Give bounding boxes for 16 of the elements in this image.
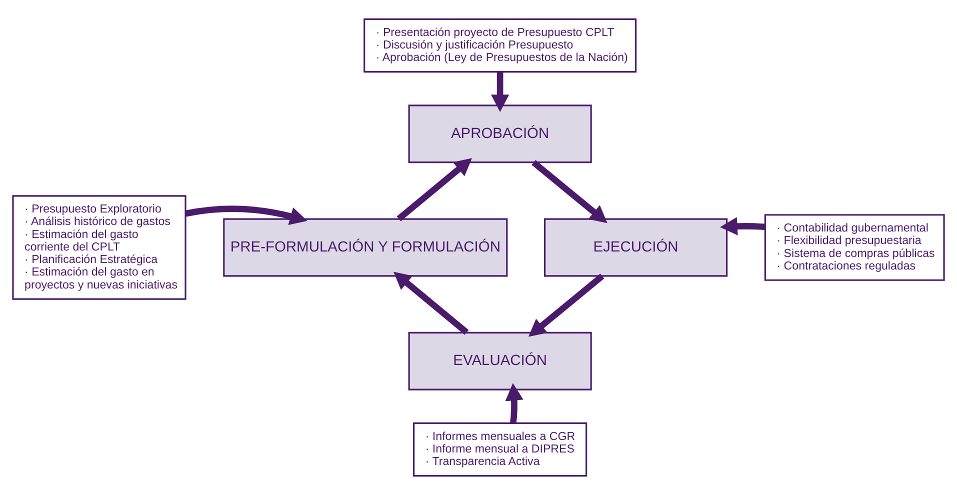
arrow <box>505 382 524 423</box>
node-box: · Presupuesto Exploratorio · Análisis histórico de gastos · Estimación del gasto corriente del CPLT · Planificación Estratégica · Estimación del gasto en proyectos y nuevas iniciativas <box>12 194 186 300</box>
arrow <box>184 205 308 224</box>
node-box: · Presentación proyecto de Presupuesto CPLT · Discusión y justificación Presupuesto · Aprobación (Ley de Presupuestos de la Nación) <box>364 18 637 72</box>
arrow <box>532 160 608 223</box>
node-box: APROBACIÓN <box>408 104 592 163</box>
node-box: · Contabilidad gubernamental · Flexibilidad presupuestaria · Sistema de compras públicas · Contrataciones reguladas <box>764 214 945 280</box>
arrow <box>720 216 765 235</box>
arrow <box>396 158 472 221</box>
node-box: EJECUCIÓN <box>544 218 728 276</box>
node-box: · Informes mensuales a CGR · Informe mensual a DIPRES · Transparencia Activa <box>413 422 588 476</box>
arrow <box>490 71 510 112</box>
node-box: EVALUACIÓN <box>408 331 592 390</box>
node-box: PRE-FORMULACIÓN Y FORMULACIÓN <box>223 218 508 276</box>
arrow <box>528 273 604 336</box>
arrow <box>393 271 469 334</box>
